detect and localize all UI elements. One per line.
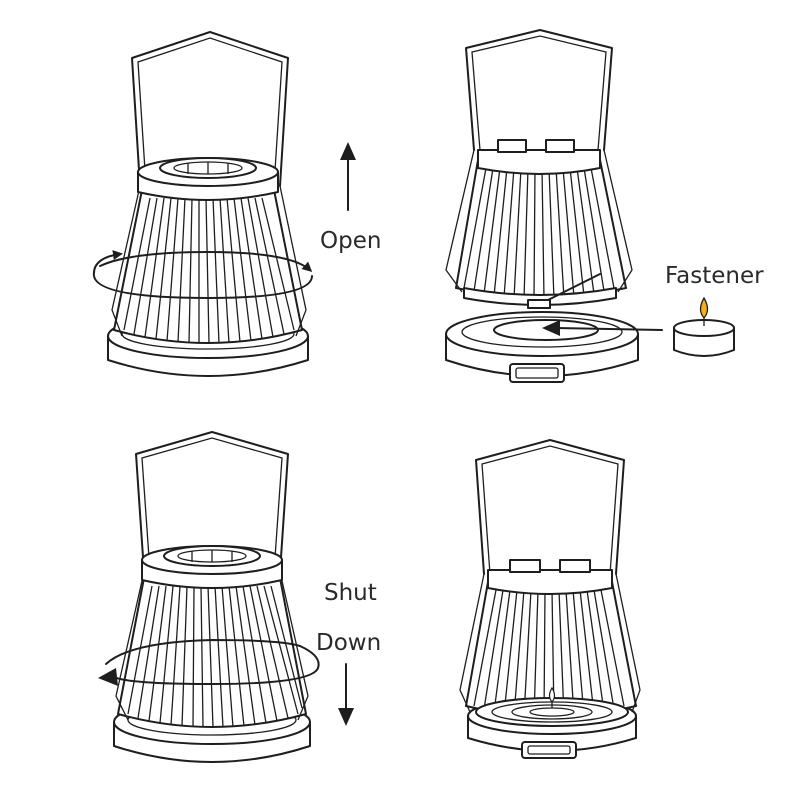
lantern-shade — [117, 577, 307, 728]
fastener-leader-line — [547, 273, 601, 301]
lantern-top-cap — [487, 559, 613, 595]
lantern-handle — [131, 31, 289, 187]
lantern-top-cap — [141, 545, 283, 589]
lantern-open-step: Open — [92, 31, 381, 377]
rotate-open-arrow — [92, 250, 313, 299]
lantern-shade — [113, 189, 303, 344]
lantern-handle — [135, 431, 289, 573]
lantern-shut-step: Shut Down — [98, 431, 381, 763]
lantern-assembled-step — [459, 439, 641, 759]
shut-label: Shut — [324, 580, 377, 606]
fastener-label: Fastener — [665, 263, 764, 289]
insert-arrow-icon — [542, 320, 663, 336]
down-arrow-icon — [338, 663, 354, 726]
lantern-shade-lifted — [455, 159, 627, 306]
lantern-shade — [465, 581, 637, 727]
rotate-shut-arrow — [98, 639, 320, 686]
lantern-handle — [465, 29, 613, 151]
lantern-top-cap — [137, 157, 279, 201]
fastener-tab — [527, 299, 551, 309]
lantern-base — [445, 311, 639, 383]
lantern-handle — [475, 439, 625, 575]
lantern-tealight-step: Fastener — [445, 29, 764, 383]
flame-icon — [548, 686, 556, 703]
flame-icon — [699, 296, 709, 319]
lantern-top-cap — [477, 139, 601, 175]
down-label: Down — [316, 630, 381, 656]
tealight-candle — [673, 296, 735, 357]
up-arrow-icon — [340, 142, 356, 211]
open-label: Open — [320, 228, 381, 254]
